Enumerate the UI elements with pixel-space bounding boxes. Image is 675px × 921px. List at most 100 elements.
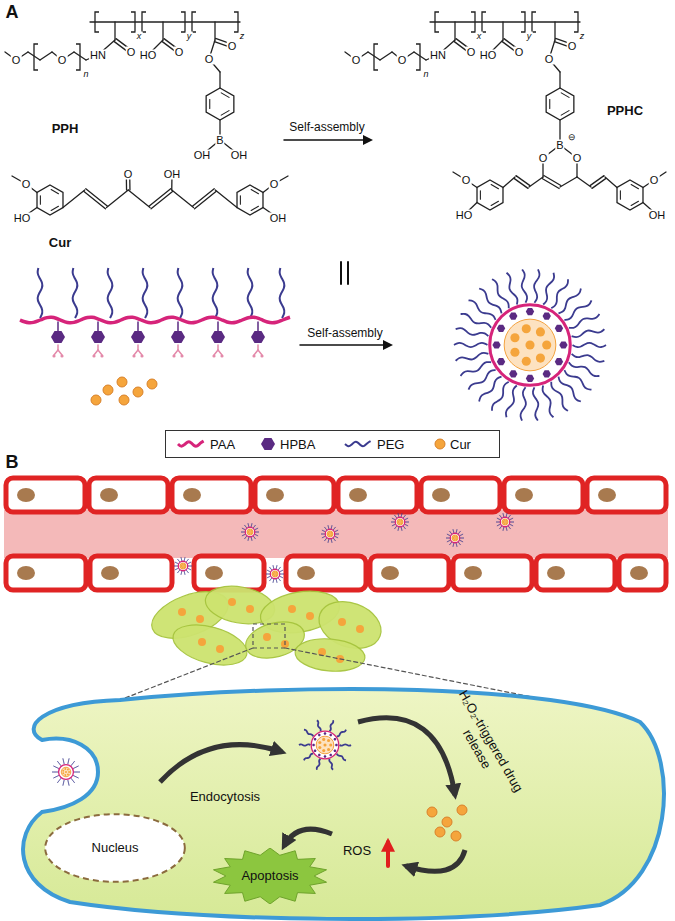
polymer-structure [471,12,475,32]
released-drug [457,805,467,815]
polymer-cartoon [133,387,143,397]
nanoparticle [250,533,252,535]
polymer-structure [219,72,220,88]
nanoparticle [247,523,249,527]
curcumin-structure [151,191,173,209]
micelle [543,312,551,319]
nanoparticle [325,529,335,539]
micelle [543,273,554,305]
process-arrow [406,850,465,871]
nanoparticle [499,515,501,518]
atom-label: O [269,179,280,190]
nanoparticle [399,519,401,521]
polymer-cartoon [138,350,142,355]
blood-vessel [297,566,315,580]
nucleus-ellipse: Nucleus [43,812,187,884]
nanoparticle [502,519,508,525]
polymer-structure [491,201,498,205]
nanoparticle [52,720,351,785]
polymer-structure [5,12,240,155]
atom-label: O [11,55,22,66]
polymer-structure [214,22,215,40]
nanoparticle [460,538,464,539]
polymer-cartoon [137,322,139,331]
nanoparticle [255,528,259,530]
nanoparticle [244,525,246,528]
nanoparticle [322,738,325,741]
micelle [555,325,563,332]
nanoparticle [405,518,409,520]
tumor-cell [356,625,364,633]
nanoparticle [241,532,245,533]
polymer-cartoon [92,354,95,357]
micelle [522,269,527,302]
nanoparticle [304,730,313,737]
nanoparticle [323,743,326,746]
blood-vessel [453,556,532,590]
nanoparticle [455,535,457,537]
nanoparticle [242,528,246,530]
nanoparticle [276,579,278,583]
atom-label: O [126,47,137,58]
atom-label: OH [269,213,288,224]
blood-vessel [255,478,334,512]
polymer-structure [162,22,163,40]
nanoparticle [65,771,67,773]
nanoparticle [394,526,396,529]
nanoparticle [329,720,333,731]
nanoparticle [496,522,500,523]
blood-vessel [630,566,648,580]
atom-label: O [57,55,68,66]
reaction-arrow [300,344,390,346]
legend-sample [261,438,275,450]
curcumin-structure [251,206,258,210]
nanoparticle [52,772,58,773]
tumor-cell [338,618,346,626]
nanoparticle [177,570,179,573]
micelle [526,308,534,315]
nanoparticle [247,529,253,535]
arrow-label: Self-assembly [289,121,364,133]
blood-vessel [370,556,449,590]
curcumin-structure [251,190,258,194]
curcumin-structure [12,174,288,218]
polymer-structure [416,44,420,70]
nanoparticle [278,567,280,570]
polymer-structure [76,44,80,70]
nanoparticle [340,744,351,745]
polymer-structure [40,52,52,60]
nanoparticle [337,730,346,737]
nanoparticle [251,523,253,527]
polymer-cartoon [171,331,185,343]
micelle [456,328,489,336]
nanoparticle [510,524,514,526]
polymer-structure [95,12,99,32]
nanoparticle [242,534,246,536]
nanoparticle [188,566,192,567]
nanoparticle [502,522,504,524]
blood-vessel [90,556,172,590]
polymer-cartoon [20,268,290,405]
nanoparticle [68,771,70,773]
polymer-cartoon [73,268,78,318]
tumor-cell [216,645,224,653]
polymer-structure [142,12,146,32]
atom-label: OH [193,150,212,161]
legend-sample [345,441,371,446]
micelle [573,343,606,347]
nanoparticle [449,542,451,545]
polymer-structure [502,22,503,40]
process-arrow [358,718,455,795]
polymer-structure [574,12,578,32]
nanoparticle [450,533,460,543]
polymer-structure [561,111,569,115]
nanoparticle [180,563,186,569]
curcumin-structure [37,185,63,215]
atom-label: HO [13,213,32,224]
nanoparticle [403,515,405,518]
released-drug [451,831,461,841]
tumor-cell [169,618,252,672]
polymer-structure [435,12,439,32]
nanoparticle [397,519,403,525]
blood-vessel [172,478,251,512]
